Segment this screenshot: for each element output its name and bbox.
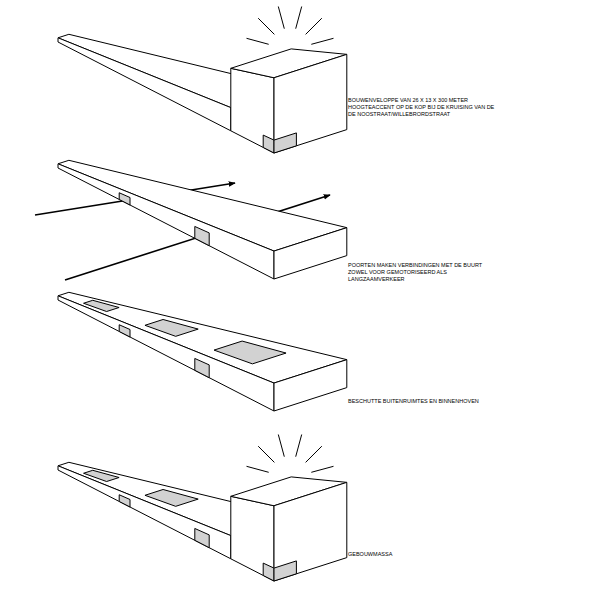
- slab-end: [274, 360, 347, 411]
- courtyard-void: [214, 341, 286, 364]
- accent-ray: [258, 18, 274, 34]
- slab-side: [58, 38, 231, 131]
- accent-ray: [306, 18, 322, 34]
- accent-ray: [278, 7, 284, 29]
- corner-notch: [274, 133, 296, 153]
- tower-side: [231, 496, 274, 581]
- accent-ray: [306, 446, 322, 462]
- courtyard-void: [145, 489, 198, 506]
- gateway-opening: [119, 495, 130, 507]
- courtyard-void: [84, 300, 120, 311]
- accent-ray: [296, 435, 302, 457]
- gateway-massing: [35, 160, 347, 280]
- slab-top: [58, 292, 347, 383]
- gateway-opening: [195, 226, 209, 245]
- accent-ray: [278, 435, 284, 457]
- envelope-massing: [58, 7, 347, 154]
- tower-side: [231, 68, 274, 153]
- accent-ray: [296, 7, 302, 29]
- gateway-opening: [119, 193, 130, 205]
- slab-top: [58, 160, 347, 251]
- accent-ray: [247, 38, 269, 44]
- courtyard-void: [145, 319, 198, 336]
- slab-side: [58, 164, 274, 279]
- corner-notch: [263, 135, 274, 153]
- tower-end: [274, 482, 347, 581]
- caption-text: GEBOUWMASSA: [348, 551, 498, 558]
- courtyard-massing: [58, 292, 347, 411]
- gateway-opening: [195, 358, 209, 377]
- accent-ray: [311, 38, 333, 44]
- corner-notch: [274, 561, 296, 581]
- gateway-opening: [119, 325, 130, 337]
- caption-text: BESCHUTTE BUITENRUIMTES EN BINNENHOVEN: [348, 398, 498, 405]
- corner-notch: [263, 563, 274, 581]
- gateway-opening: [195, 528, 209, 547]
- tower-end: [274, 54, 347, 153]
- caption-text: BOUWENVELOPPE VAN 26 X 13 X 300 METER HO…: [348, 97, 498, 118]
- slab-end: [274, 228, 347, 279]
- accent-ray: [247, 466, 269, 472]
- accent-ray: [311, 466, 333, 472]
- building-massing: [58, 435, 347, 582]
- slab-side: [58, 466, 231, 559]
- caption-text: POORTEN MAKEN VERBINDINGEN MET DE BUURT …: [348, 262, 498, 283]
- courtyard-void: [84, 470, 120, 481]
- accent-ray: [258, 446, 274, 462]
